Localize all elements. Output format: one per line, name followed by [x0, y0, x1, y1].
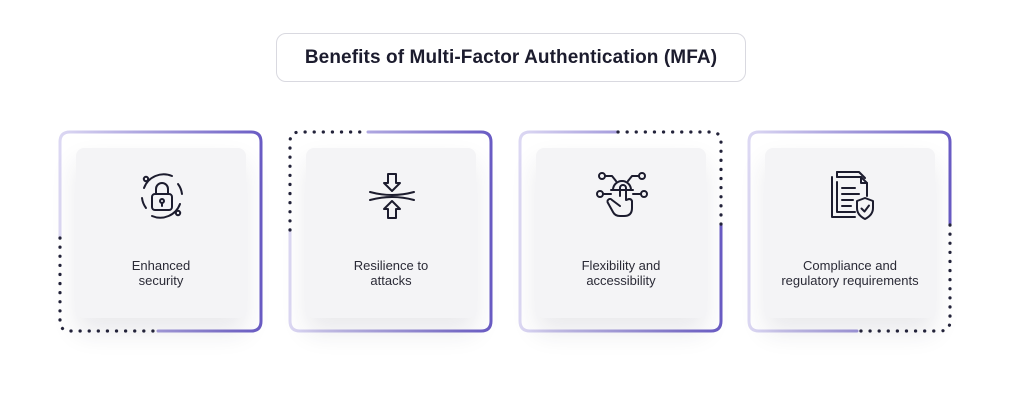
- touch-network-icon: [596, 172, 648, 217]
- benefit-card-compliance: Compliance and regulatory requirements: [747, 130, 952, 333]
- card-frame: [58, 130, 263, 333]
- pressure-arrows-icon: [369, 173, 415, 219]
- card-label: Flexibility and accessibility: [581, 258, 661, 288]
- card-panel: Flexibility and accessibility: [536, 148, 706, 318]
- card-frame: [518, 130, 723, 333]
- benefit-card-enhanced-security: Enhanced security: [58, 130, 263, 333]
- diagram-title: Benefits of Multi-Factor Authentication …: [304, 46, 718, 68]
- lock-cycle-icon: [141, 173, 183, 219]
- card-label: Compliance and regulatory requirements: [781, 258, 919, 288]
- card-label: Resilience to attacks: [353, 258, 429, 288]
- title-box: Benefits of Multi-Factor Authentication …: [276, 33, 746, 82]
- card-frame: [747, 130, 952, 333]
- card-panel: Enhanced security: [76, 148, 246, 318]
- card-frame: [288, 130, 493, 333]
- benefit-card-flexibility: Flexibility and accessibility: [518, 130, 723, 333]
- card-panel: Resilience to attacks: [306, 148, 476, 318]
- card-panel: Compliance and regulatory requirements: [765, 148, 935, 318]
- card-label: Enhanced security: [131, 258, 191, 288]
- document-shield-icon: [831, 171, 874, 220]
- benefit-card-resilience: Resilience to attacks: [288, 130, 493, 333]
